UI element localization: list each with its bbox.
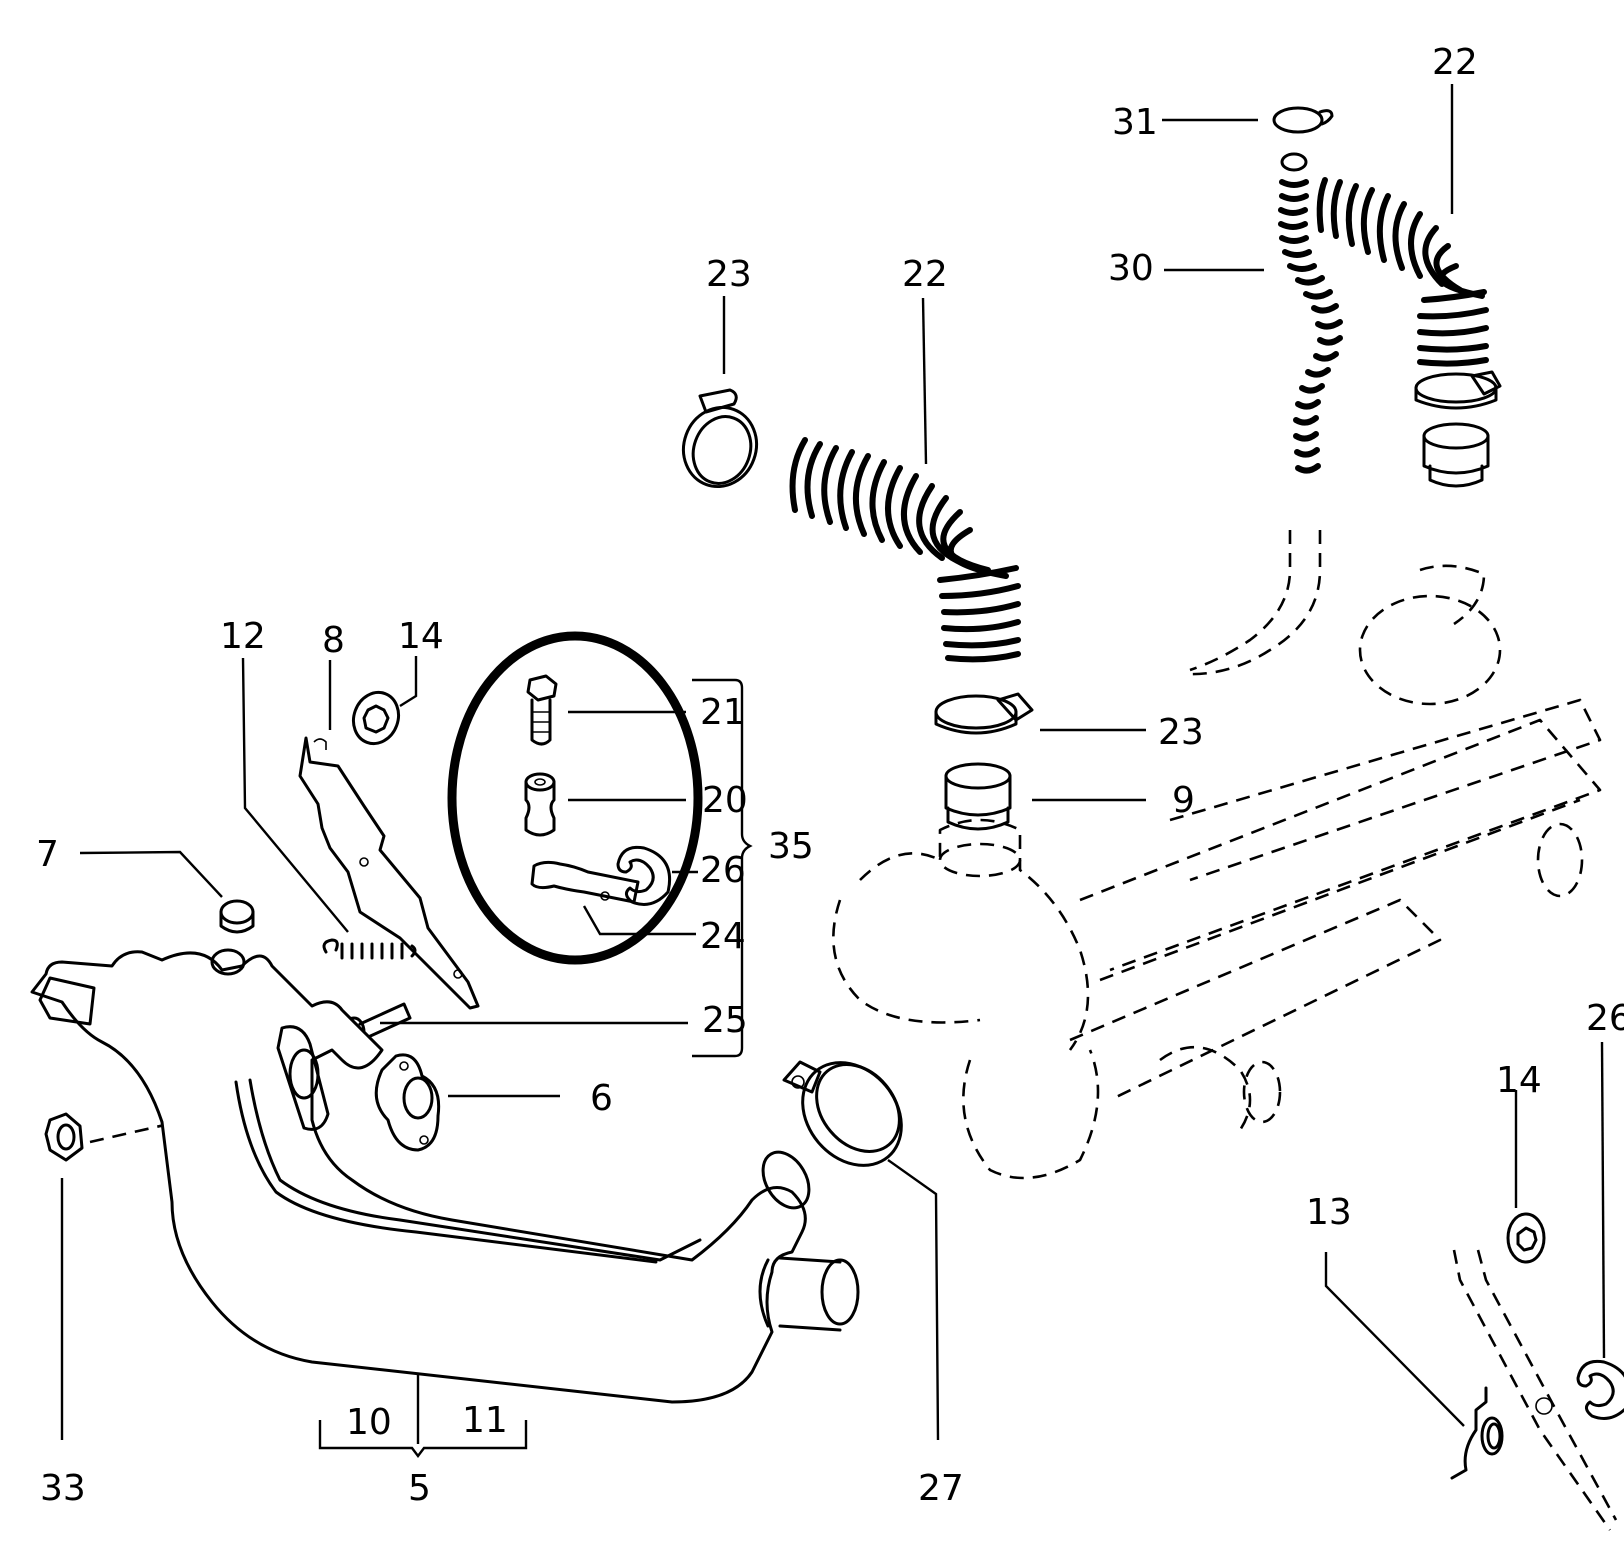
- part-spring-12[interactable]: [322, 938, 417, 960]
- leader-12: [241, 657, 349, 933]
- hose-22-right-ribs: [1316, 177, 1489, 367]
- part-lever-dashed: [1452, 1249, 1618, 1531]
- highlight-circle: [447, 631, 703, 965]
- callout-35[interactable]: 35: [768, 826, 814, 867]
- callout-11[interactable]: 11: [462, 1400, 508, 1441]
- callout-12[interactable]: 12: [220, 616, 266, 657]
- leader-27: [887, 1159, 940, 1441]
- leader-26-right: [1600, 1041, 1606, 1359]
- leader-lines: [60, 84, 1606, 1458]
- callout-8[interactable]: 8: [322, 620, 345, 661]
- heat-exchanger-outlet-pipe: [758, 1150, 860, 1332]
- part-nut-33[interactable]: [44, 1112, 84, 1162]
- part-spring-clip-31[interactable]: [1272, 106, 1334, 134]
- callout-7[interactable]: 7: [36, 834, 59, 875]
- callout-22-center[interactable]: 22: [902, 254, 948, 295]
- callout-20[interactable]: 20: [702, 780, 748, 821]
- hose-30-ribs: [1278, 179, 1343, 474]
- part-hose-clamp-23-lower[interactable]: [934, 692, 1034, 735]
- leader-22-center: [921, 297, 928, 465]
- callout-5[interactable]: 5: [408, 1468, 431, 1509]
- hose-22-center-ribs: [789, 437, 1021, 663]
- callout-24[interactable]: 24: [700, 916, 746, 957]
- callout-21[interactable]: 21: [700, 692, 746, 733]
- heat-exchanger-flange: [276, 1025, 330, 1131]
- part-connecting-sleeve-9[interactable]: [944, 762, 1012, 831]
- part-hose-clamp-23-upper[interactable]: [672, 388, 767, 497]
- part-star-washer-14-right[interactable]: [1506, 1212, 1546, 1264]
- callout-30[interactable]: 30: [1108, 248, 1154, 289]
- part-bolt-21[interactable]: [526, 674, 558, 746]
- bracket-35: [692, 678, 753, 1058]
- callout-33[interactable]: 33: [40, 1468, 86, 1509]
- callout-14-right[interactable]: 14: [1496, 1060, 1542, 1101]
- bracket-5: [318, 1420, 528, 1458]
- leader-13: [1324, 1252, 1465, 1427]
- part-return-spring-13[interactable]: [1450, 1386, 1504, 1480]
- part-hose-22-right[interactable]: [1316, 177, 1502, 488]
- part-circlip-26-kit[interactable]: [616, 845, 671, 906]
- part-heat-exchanger-5[interactable]: [30, 948, 860, 1404]
- callout-23-lower[interactable]: 23: [1158, 712, 1204, 753]
- callout-10[interactable]: 10: [346, 1402, 392, 1443]
- callout-13[interactable]: 13: [1306, 1192, 1352, 1233]
- part-lever-bracket-8[interactable]: [298, 736, 480, 1010]
- callout-22-top-right[interactable]: 22: [1432, 42, 1478, 83]
- callout-23-top[interactable]: 23: [706, 254, 752, 295]
- callout-9[interactable]: 9: [1172, 780, 1195, 821]
- part-clamp-27[interactable]: [782, 1043, 921, 1185]
- part-heater-body-dashed: [832, 530, 1602, 1180]
- callout-14-left[interactable]: 14: [398, 616, 444, 657]
- part-cap-7[interactable]: [219, 899, 255, 934]
- part-star-washer-14-left[interactable]: [346, 686, 405, 750]
- part-small-hose-30[interactable]: [1278, 152, 1343, 474]
- callout-6[interactable]: 6: [590, 1078, 613, 1119]
- callout-31[interactable]: 31: [1112, 102, 1158, 143]
- part-gasket-6[interactable]: [374, 1053, 441, 1152]
- callout-26-kit[interactable]: 26: [700, 850, 746, 891]
- leader-14-left: [399, 656, 418, 708]
- callout-26-right[interactable]: 26: [1586, 998, 1624, 1039]
- part-hose-clamp-upper-right[interactable]: [1414, 370, 1502, 410]
- part-hose-22-center[interactable]: [789, 437, 1021, 663]
- part-sleeve-upper-right[interactable]: [1422, 422, 1490, 488]
- leader-7: [79, 850, 223, 898]
- callout-25[interactable]: 25: [702, 1000, 748, 1041]
- callout-27[interactable]: 27: [918, 1468, 964, 1509]
- leader-24: [582, 905, 696, 936]
- part-flap-lever-24[interactable]: [530, 860, 640, 904]
- callout-labels: 22 31 30 23 22 12 8 14 21 20 26 24 25 35…: [36, 42, 1624, 1509]
- part-bushing-20[interactable]: [524, 772, 556, 837]
- part-circlip-26-right[interactable]: [1576, 1359, 1624, 1420]
- heat-exchanger-inlet: [38, 948, 246, 1026]
